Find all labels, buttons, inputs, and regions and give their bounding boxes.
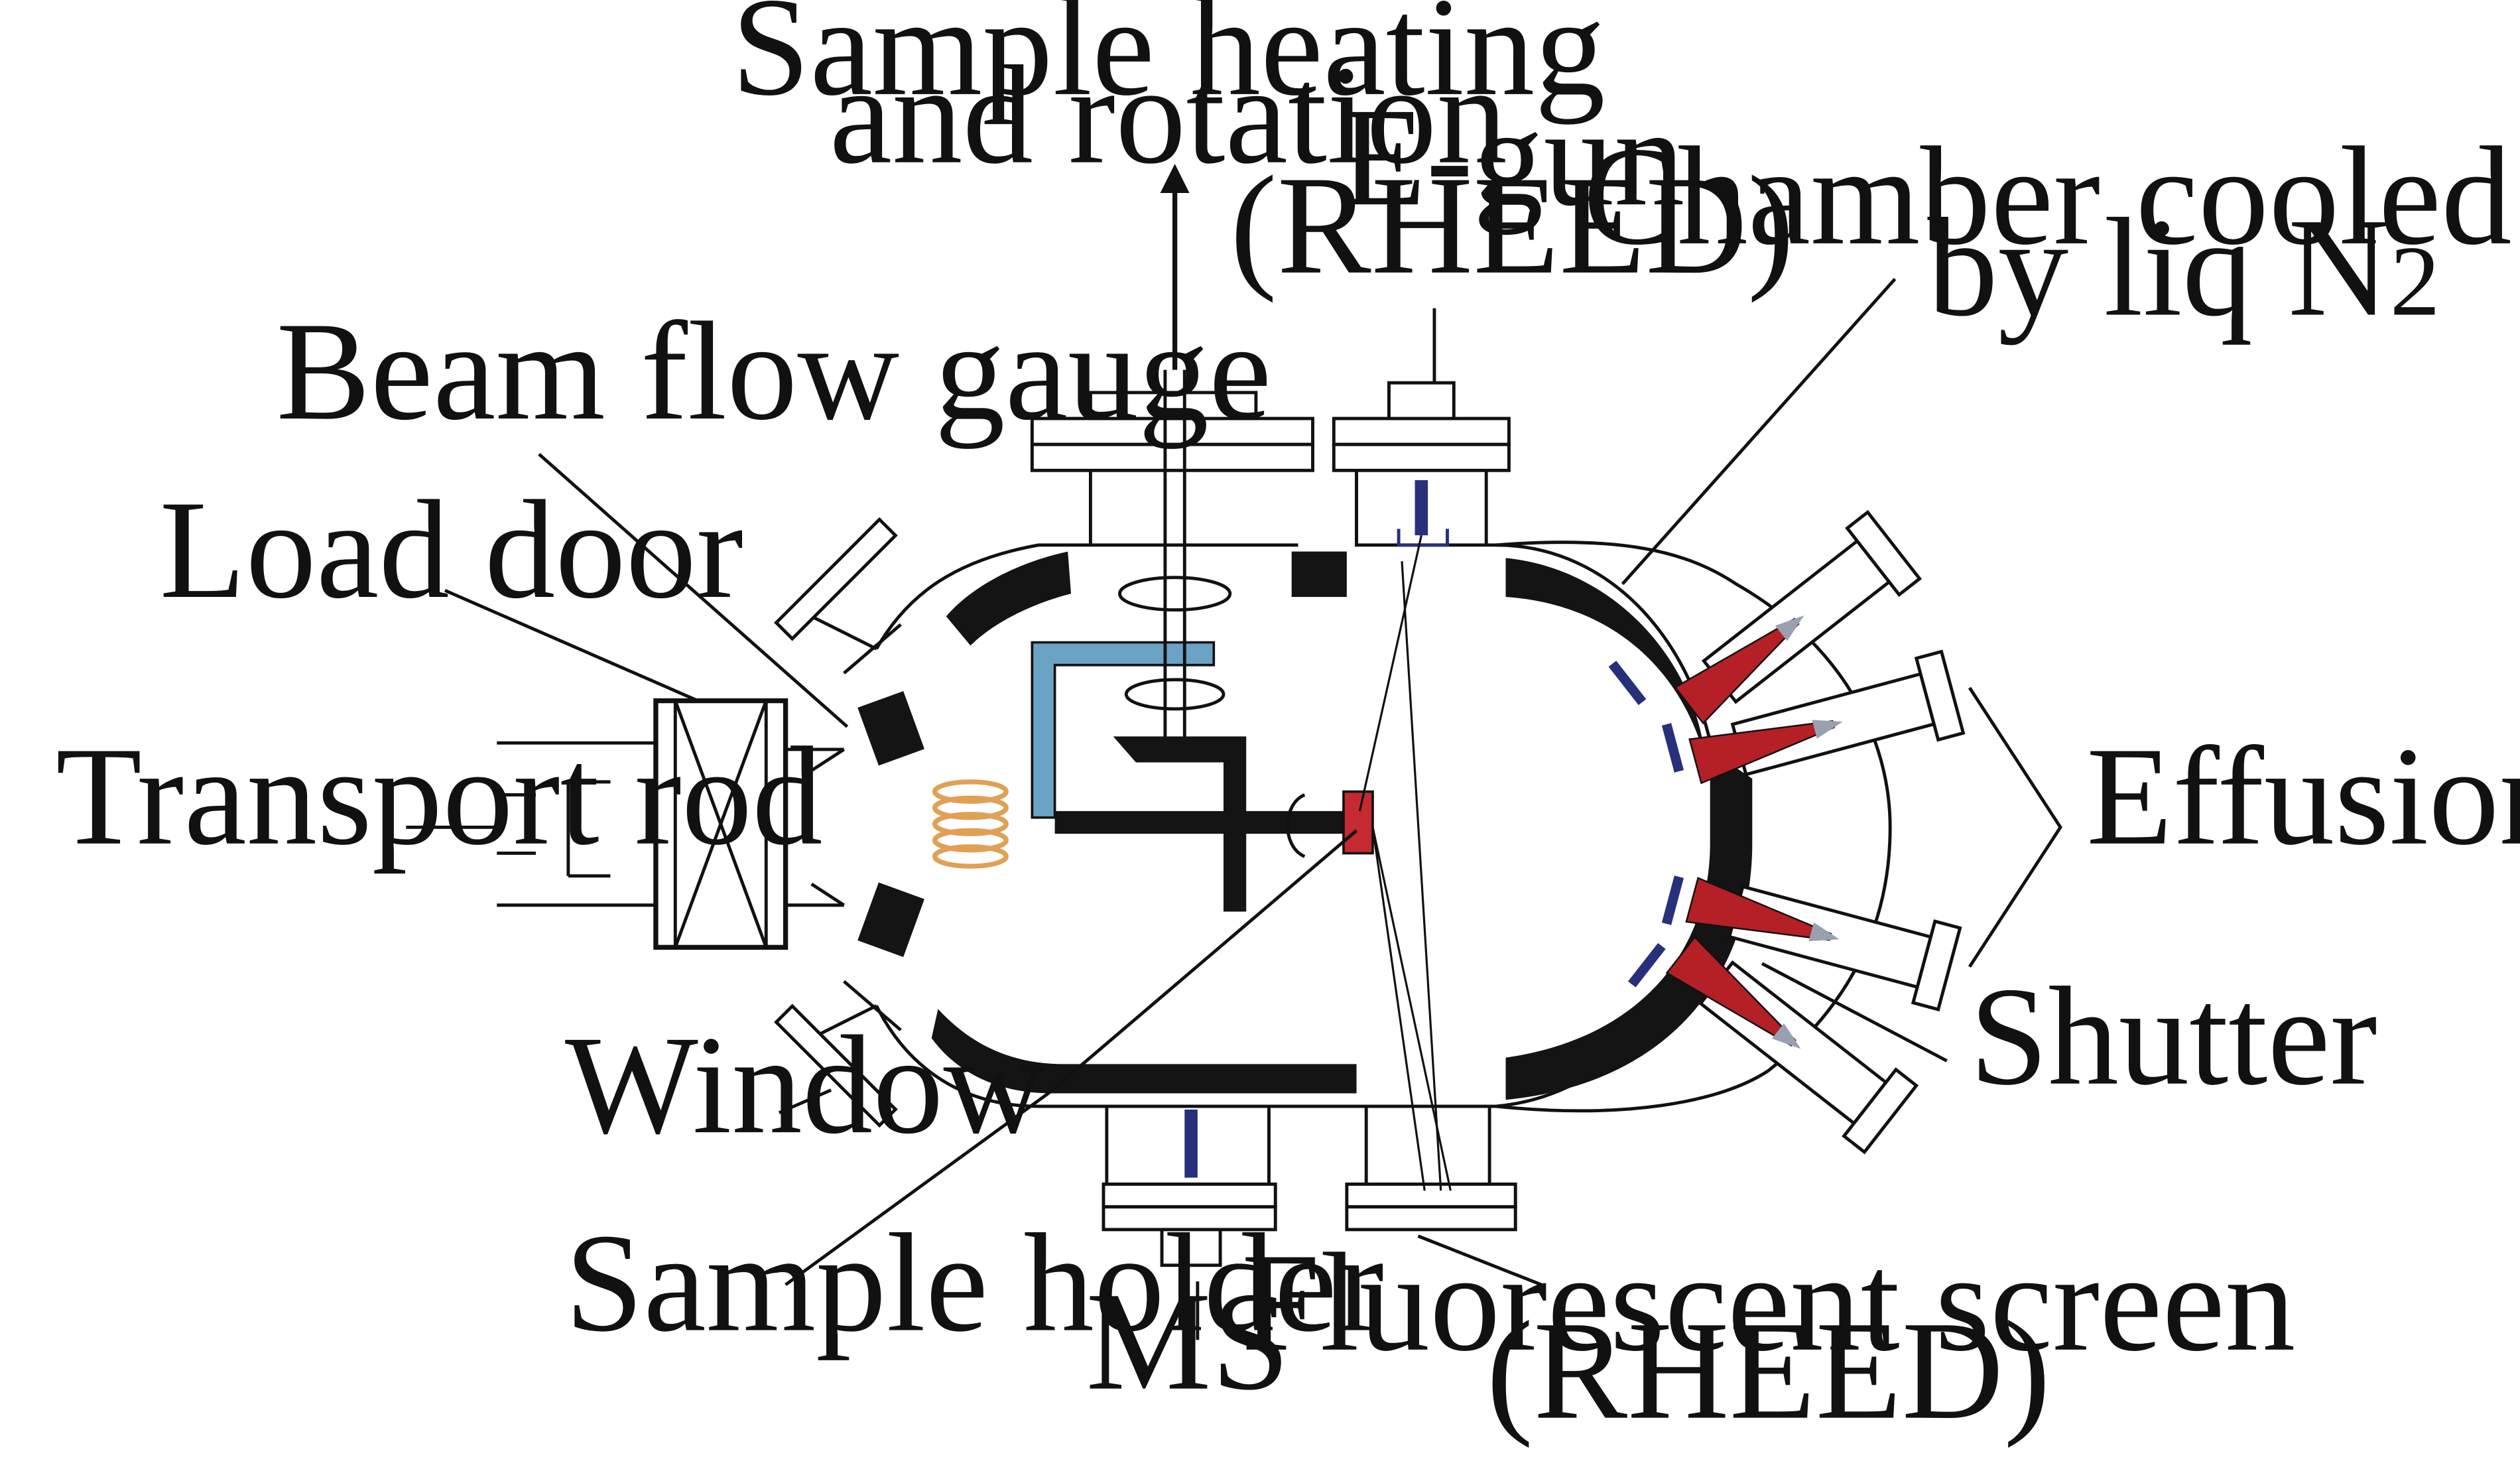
top-port-manipulator	[1030, 391, 1314, 472]
sample-holder-label: Sample holder	[565, 1205, 1384, 1362]
sample-holder	[1054, 736, 1374, 912]
effusion-cell-1	[1674, 509, 1922, 725]
shutters	[1608, 661, 1684, 988]
effusion-cell-4	[1665, 936, 1919, 1155]
manipulator-bracket	[1031, 641, 1216, 819]
egun-filament	[1397, 480, 1449, 547]
cooling-jacket	[1495, 541, 1892, 1113]
shutter-label: Shutter	[1970, 958, 2377, 1115]
chamber-cooled-label-2: by liq N2	[1927, 189, 2440, 346]
transport-rod-label: Transport rod	[56, 718, 823, 875]
load-door	[653, 698, 844, 950]
rheed-beam	[1358, 535, 1452, 1191]
chamber-cooled-label: Chamber cooled	[1583, 118, 2511, 275]
ms-label: MS	[1086, 1263, 1290, 1420]
leader-lines	[406, 278, 2062, 1340]
effusion-cell-3	[1685, 877, 1962, 1012]
heater-coil	[932, 779, 1009, 869]
rotation-shaft	[1117, 164, 1232, 740]
window-port-upper	[774, 517, 902, 675]
bottom-port-screen	[1345, 1106, 1517, 1232]
transport-rod	[497, 741, 656, 907]
effusion-cell-2	[1688, 649, 1966, 785]
fluorescent-screen-label-2: (RHEED)	[1486, 1293, 2050, 1449]
fluorescent-screen-label: Fluorescent screen	[1241, 1224, 2295, 1381]
egun-label-2: (RHEED)	[1230, 147, 1795, 304]
egun-label: E-gun	[1340, 79, 1684, 235]
window-label: Window	[565, 1007, 1045, 1163]
load-door-label: Load door	[160, 472, 743, 628]
bottom-port-ms	[1102, 1106, 1277, 1267]
sample-heating-label-2: and rotation	[830, 37, 1507, 194]
top-port-egun	[1332, 381, 1511, 545]
sample-heating-label: Sample heating	[731, 0, 1606, 125]
window-port-lower	[774, 980, 902, 1128]
beam-flow-gauge-label: Beam flow gauge	[277, 293, 1272, 450]
effusion-cells-label: Effusion cells	[2086, 718, 2520, 875]
